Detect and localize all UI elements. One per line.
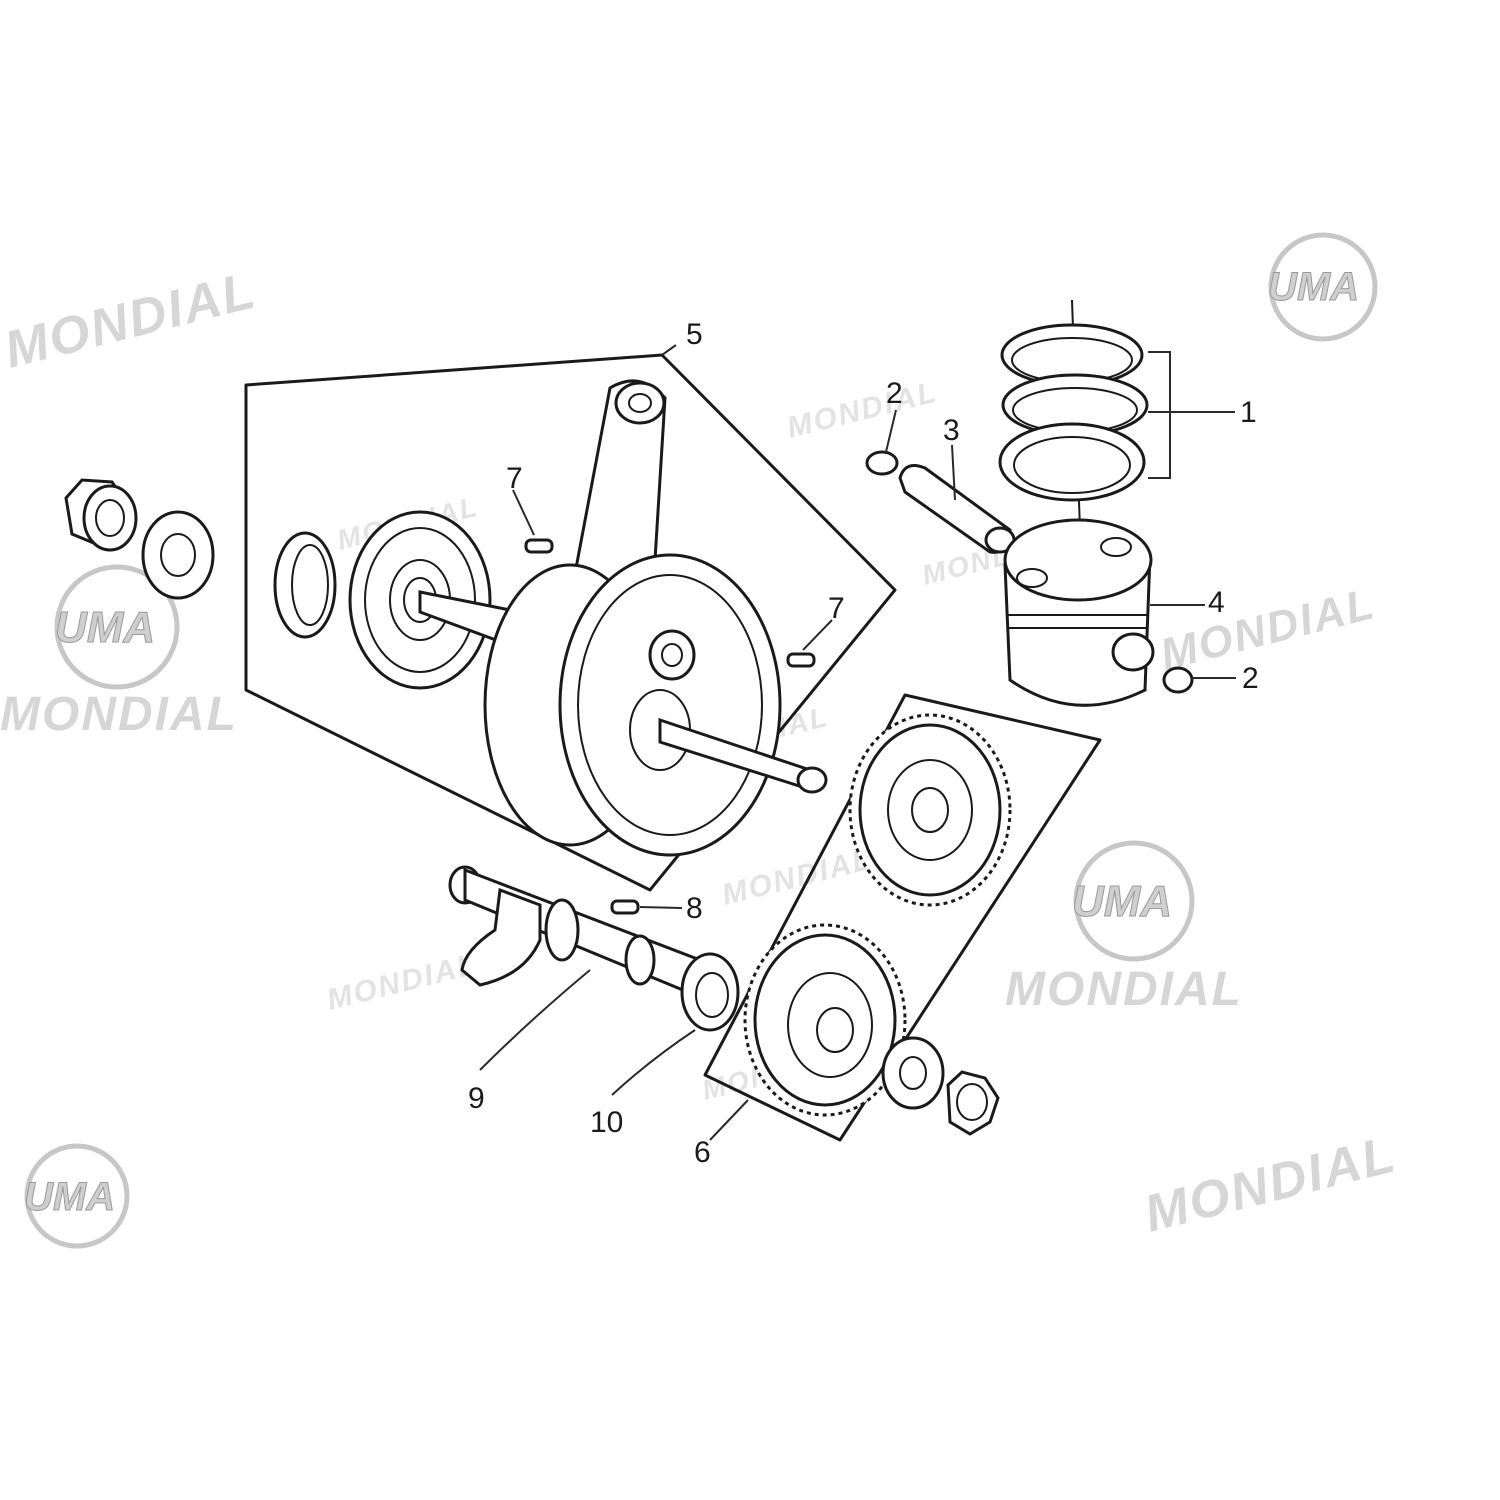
- balance-weight: [460, 887, 542, 987]
- callout-7-lower: 7: [828, 592, 845, 625]
- callout-2-upper: 2: [886, 377, 903, 410]
- circlip-upper: [865, 450, 899, 476]
- piston-assembly: [865, 299, 1194, 707]
- left-washer: [141, 510, 215, 600]
- uma-logo-text: UMA: [24, 1175, 115, 1219]
- leader-lines: [479, 344, 1236, 1141]
- callout-8: 8: [686, 892, 703, 925]
- left-nut-washer-set: [64, 478, 215, 600]
- uma-logo-top-right: UMA: [1268, 232, 1378, 342]
- woodruff-key-upper: [524, 538, 554, 554]
- crank-web-right: [558, 553, 782, 857]
- callout-10: 10: [590, 1106, 623, 1139]
- uma-logo-bottom-left: UMA: [24, 1143, 130, 1249]
- callout-4: 4: [1208, 586, 1225, 619]
- woodruff-key-lower: [786, 652, 816, 668]
- watermark-mondial-1: MONDIAL: [0, 261, 262, 379]
- uma-logo-text: UMA: [1268, 265, 1359, 309]
- watermark-mondial-12: MONDIAL: [1139, 1125, 1402, 1243]
- uma-logo-text: UMA: [55, 603, 155, 652]
- callout-3: 3: [943, 414, 960, 447]
- right-washer: [881, 1036, 945, 1110]
- watermark-mondial-10: MONDIAL: [1005, 963, 1243, 1016]
- crankshaft: [273, 379, 828, 857]
- crank-oil-seal: [273, 531, 337, 639]
- watermark-mondial-6: MONDIAL: [1156, 579, 1381, 680]
- watermark-mondial-3: MONDIAL: [784, 376, 941, 445]
- right-nut: [946, 1070, 1000, 1136]
- key-8: [610, 899, 640, 915]
- callout-2-lower: 2: [1242, 662, 1259, 695]
- callout-6: 6: [694, 1136, 711, 1169]
- piston-ring-3: [998, 422, 1146, 502]
- callout-9: 9: [468, 1082, 485, 1115]
- uma-logo-center-right: UMA: [1072, 840, 1195, 962]
- balance-shaft-bearing: [680, 952, 740, 1032]
- circlip-lower: [1162, 666, 1194, 694]
- uma-logo-left: UMA: [54, 564, 180, 690]
- right-nut-washer-set: [881, 1036, 1000, 1136]
- gear-set: [743, 713, 1012, 1117]
- uma-logo-text: UMA: [1072, 877, 1172, 926]
- balance-shaft: [448, 865, 702, 998]
- callout-5: 5: [686, 318, 703, 351]
- callout-7-upper: 7: [506, 462, 523, 495]
- callout-labels: 1 2 3 4 2 5 7 7 8 9 10 6: [468, 318, 1259, 1169]
- callout-1: 1: [1240, 396, 1257, 429]
- watermark-mondial-9: MONDIAL: [324, 948, 481, 1017]
- watermark-mondial-2: MONDIAL: [0, 688, 238, 741]
